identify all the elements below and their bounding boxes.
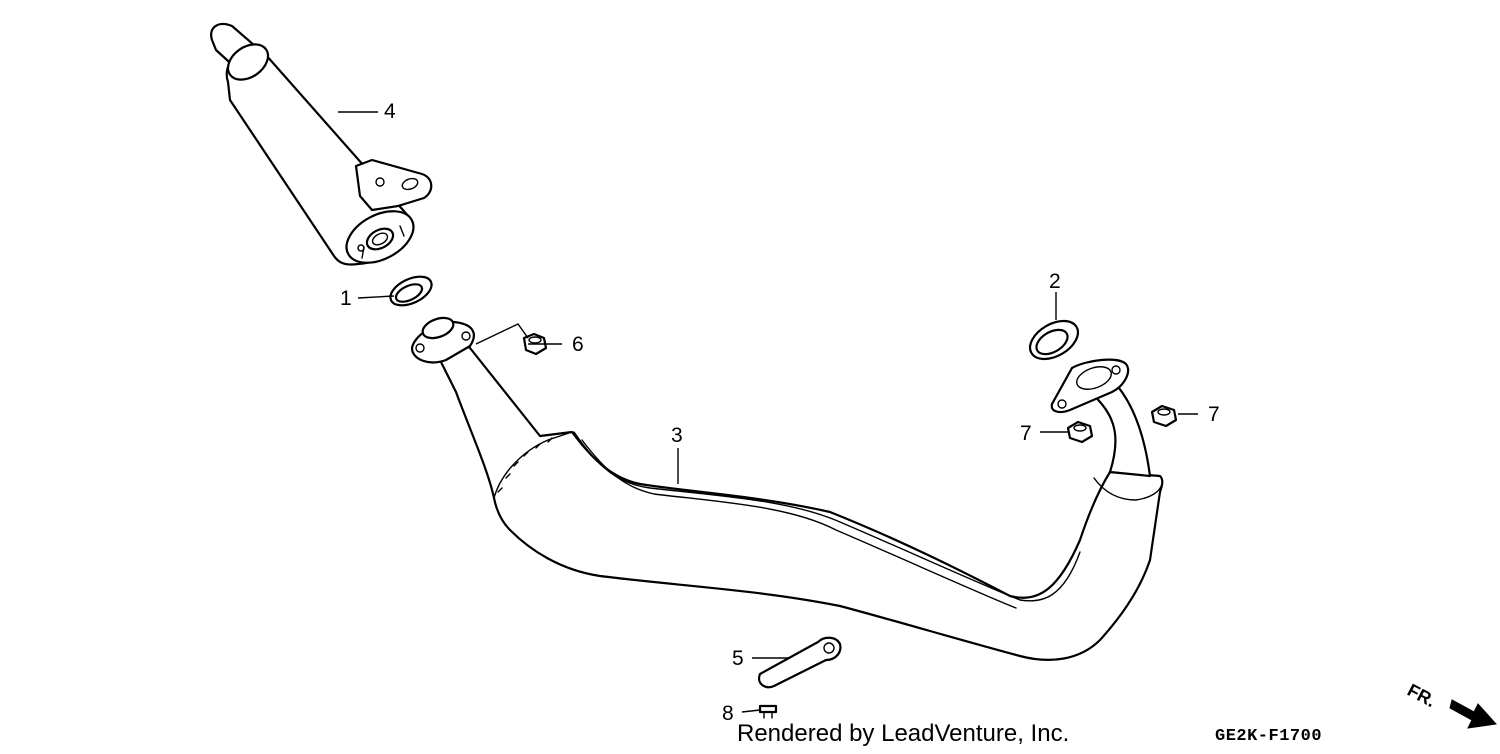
callout-5: 5 — [732, 647, 744, 670]
gasket-2-part[interactable] — [1023, 313, 1084, 367]
leader-lines — [338, 111, 1198, 713]
clip-5-part[interactable] — [758, 636, 842, 689]
front-direction-indicator: FR. — [1404, 680, 1497, 729]
callout-6: 6 — [572, 333, 584, 356]
callout-7-right: 7 — [1208, 403, 1220, 426]
nut-7-left-part[interactable] — [1066, 420, 1094, 444]
callout-1: 1 — [340, 287, 352, 310]
callout-3: 3 — [671, 424, 683, 447]
callout-4: 4 — [384, 100, 396, 123]
exhaust-pipe-part[interactable] — [410, 314, 1164, 661]
screw-8-part[interactable] — [758, 704, 778, 719]
front-direction-label: FR. — [1404, 680, 1439, 711]
render-credit: Rendered by LeadVenture, Inc. — [737, 720, 1069, 747]
muffler-part[interactable] — [210, 22, 433, 273]
gasket-1-part[interactable] — [386, 271, 436, 311]
callout-2: 2 — [1049, 270, 1061, 293]
callout-8: 8 — [722, 702, 734, 725]
diagram-code: GE2K-F1700 — [1215, 727, 1322, 746]
nut-7-right-part[interactable] — [1150, 404, 1178, 428]
callout-7-left: 7 — [1020, 422, 1032, 445]
front-direction-arrow-icon — [1449, 699, 1497, 729]
